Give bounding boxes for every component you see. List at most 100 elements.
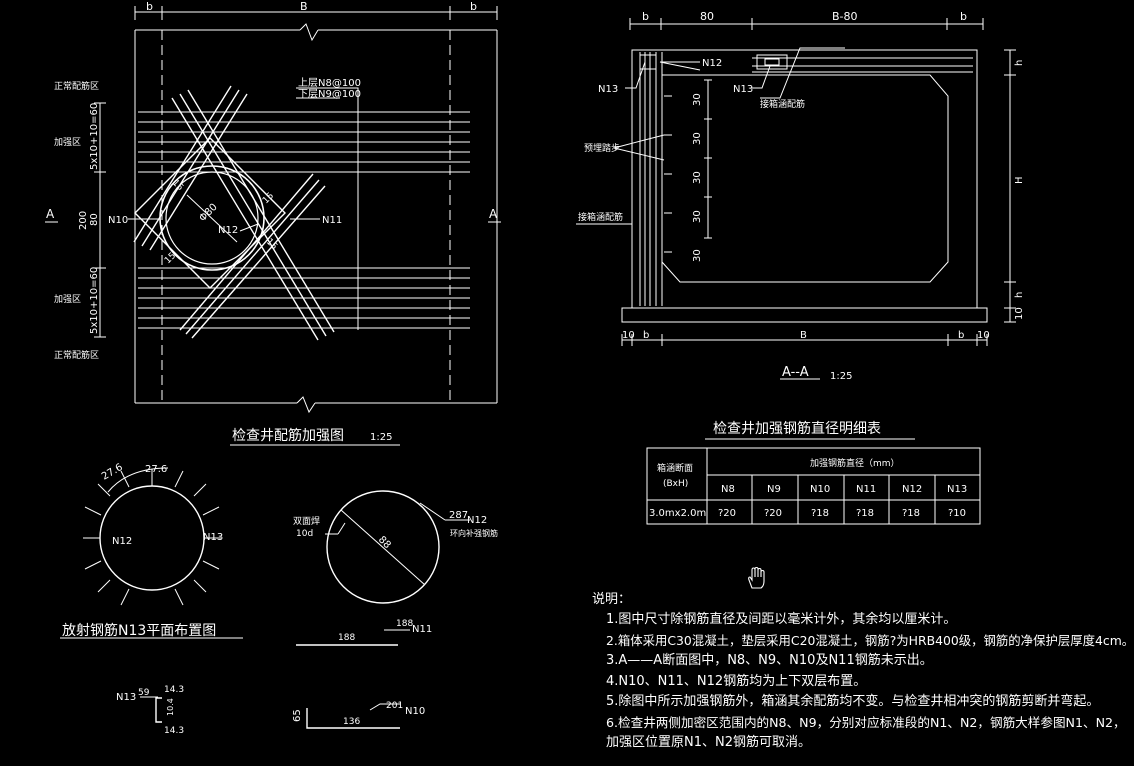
plan-view: [45, 6, 501, 414]
bar-n13-14a: 14.3: [164, 685, 184, 695]
bar-n10-136: 136: [343, 717, 360, 727]
radial-title: 放射钢筋N13平面布置图: [62, 622, 216, 639]
table-header-group: 加强钢筋直径（mm）: [810, 457, 900, 469]
plan-dim-b: b: [146, 0, 153, 13]
drawing-canvas: b B b 上层N8@100 下层N9@100 正常配筋区 加强区 加强区 正常…: [45, 0, 1025, 736]
sec-dim-b-br: b: [958, 330, 964, 341]
zone-normal-top: 正常配筋区: [54, 80, 99, 92]
radial-dim-2: 27.6: [145, 464, 167, 475]
section-title: A--A: [782, 365, 809, 380]
radial-label-n13: N13: [203, 532, 223, 543]
dim-80: 80: [89, 213, 100, 226]
label-n11-plan: N11: [322, 215, 342, 226]
label-n10-plan: N10: [108, 215, 128, 226]
note-item: 6.检查井两侧加密区范围内的N8、N9，分别对应标准段的N1、N2，钢筋大样参图…: [606, 714, 1126, 730]
zone-reinforce-top: 加强区: [54, 137, 81, 148]
table-col-n13: N13: [947, 484, 967, 495]
note-item: 5.除图中所示加强钢筋外，箱涵其余配筋均不变。与检查井相冲突的钢筋剪断并弯起。: [606, 694, 1100, 709]
bar-n13-10: 10.4: [166, 698, 175, 716]
bar-n11-188-a: 188: [338, 633, 355, 643]
note-item: 2.箱体采用C30混凝土，垫层采用C20混凝土，钢筋?为HRB400级，钢筋的净…: [606, 632, 1134, 648]
sec-dim-H: H: [1014, 176, 1025, 184]
label-lower-layer: 下层N9@100: [298, 88, 361, 100]
ring-label-10d: 10d: [296, 529, 313, 539]
table-val-n12: ?18: [902, 508, 920, 519]
label-n12-plan: N12: [218, 225, 238, 236]
table-row-label: 3.0mx2.0m: [649, 508, 706, 519]
plan-dim-b-right: b: [470, 0, 477, 13]
note-item: 4.N10、N11、N12钢筋均为上下双层布置。: [606, 673, 867, 689]
bar-n13-label: N13: [116, 692, 136, 703]
zone-normal-bottom: 正常配筋区: [54, 349, 99, 361]
zone-reinforce-bottom: 加强区: [54, 294, 81, 305]
radial-diagram: [60, 467, 243, 639]
sec-dim-80: 80: [700, 10, 714, 23]
sec-dim-10-left: 10: [622, 330, 635, 341]
bar-n10-201: 201: [386, 701, 403, 711]
sec-dim-b-right: b: [960, 10, 967, 23]
label-phi80: Φ80: [197, 202, 219, 224]
note-item: 加强区位置原N1、N2钢筋可取消。: [606, 735, 811, 750]
hand-cursor-icon: [748, 566, 765, 589]
ring-label-287: 287: [449, 510, 468, 521]
table-col-n10: N10: [810, 484, 830, 495]
label-15-b: 15: [261, 191, 276, 206]
sec-step-30-5: 30: [692, 249, 703, 262]
sec-dim-B-bottom: B: [800, 330, 807, 341]
note-item: 1.图中尺寸除钢筋直径及间距以毫米计外，其余均以厘米计。: [606, 612, 957, 627]
bar-n11-label: N11: [412, 624, 432, 635]
sec-dim-10-right: 10: [977, 330, 990, 341]
section-scale: 1:25: [830, 371, 852, 382]
sec-label-steps: 预埋踏步: [584, 142, 620, 154]
table-header-left-1: 箱涵断面: [657, 462, 693, 474]
notes-block: 说明： 1.图中尺寸除钢筋直径及间距以毫米计外，其余均以厘米计。 2.箱体采用C…: [592, 588, 1134, 754]
sec-dim-h-top: h: [1014, 60, 1025, 66]
table-val-n8: ?20: [718, 508, 736, 519]
sec-label-n13-right: N13: [733, 84, 753, 95]
ring-label-88: 88: [376, 534, 393, 551]
section-label-left: A: [46, 207, 55, 221]
sec-step-30-2: 30: [692, 132, 703, 145]
sec-dim-b-left: b: [642, 10, 649, 23]
ring-label-double-weld: 双面焊: [293, 515, 320, 527]
sec-label-n12: N12: [702, 58, 722, 69]
table-header-left-2: (BxH): [663, 479, 688, 489]
dim-upper-60: 5x10+10=60: [89, 103, 100, 170]
table-val-n10: ?18: [811, 508, 829, 519]
label-15-c: 15: [264, 237, 279, 252]
sec-dim-B80: B-80: [832, 10, 858, 23]
table-val-n13: ?10: [948, 508, 966, 519]
sec-dim-h-bottom: h: [1014, 292, 1025, 298]
bar-n13-14b: 14.3: [164, 726, 184, 736]
sec-step-30-1: 30: [692, 93, 703, 106]
ring-label-n12: N12: [467, 515, 487, 526]
sec-label-connect-top: 接箱涵配筋: [760, 98, 805, 110]
table-col-n8: N8: [721, 484, 735, 495]
bar-n13-59: 59: [138, 688, 150, 698]
table-title: 检查井加强钢筋直径明细表: [713, 420, 881, 437]
notes-title: 说明：: [592, 592, 632, 607]
table-col-n11: N11: [856, 484, 876, 495]
label-upper-layer: 上层N8@100: [298, 77, 361, 89]
table-val-n11: ?18: [856, 508, 874, 519]
plan-dim-B: B: [300, 0, 308, 13]
rebar-table: [646, 438, 981, 525]
dim-200: 200: [78, 211, 89, 230]
bar-n10-65: 65: [292, 709, 303, 722]
bar-n11-188-b: 188: [396, 619, 413, 629]
plan-title: 检查井配筋加强图: [232, 427, 344, 444]
radial-label-n12: N12: [112, 536, 132, 547]
bar-n10-label: N10: [405, 706, 425, 717]
sec-step-30-3: 30: [692, 171, 703, 184]
sec-label-connect-left: 接箱涵配筋: [578, 211, 623, 223]
dim-lower-60: 5x10+10=60: [89, 267, 100, 334]
note-item: 3.A——A断面图中，N8、N9、N10及N11钢筋未示出。: [606, 653, 933, 668]
bar-shapes: [140, 629, 410, 729]
ring-label-ring-rebar: 环向补强钢筋: [450, 528, 498, 538]
sec-step-30-4: 30: [692, 210, 703, 223]
sec-label-n13-left: N13: [598, 84, 618, 95]
table-val-n9: ?20: [764, 508, 782, 519]
table-col-n12: N12: [902, 484, 922, 495]
table-col-n9: N9: [767, 484, 781, 495]
radial-dim-1: 27.6: [100, 462, 125, 483]
